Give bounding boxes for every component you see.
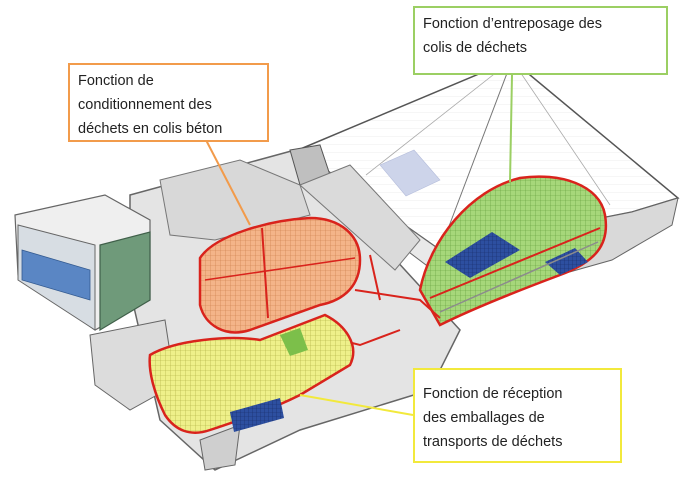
reception-callout-line-3: transports de déchets bbox=[423, 434, 563, 450]
storage-leader-line bbox=[509, 74, 513, 183]
reception-zone bbox=[148, 313, 355, 434]
storage-callout-line-1: Fonction d’entreposage des bbox=[423, 16, 602, 32]
conditioning-callout: Fonction de conditionnement des déchets … bbox=[68, 63, 269, 142]
reception-callout-line-1: Fonction de réception bbox=[423, 386, 563, 402]
conditioning-zone bbox=[198, 216, 362, 334]
reception-callout: Fonction de réception des emballages de … bbox=[413, 368, 622, 463]
reception-callout-line-2: des emballages de bbox=[423, 410, 545, 426]
conditioning-leader-line bbox=[205, 139, 251, 226]
storage-callout-line-2: colis de déchets bbox=[423, 40, 527, 56]
storage-zone bbox=[418, 175, 608, 327]
reception-leader-line bbox=[299, 394, 414, 416]
storage-callout: Fonction d’entreposage des colis de déch… bbox=[413, 6, 668, 75]
conditioning-callout-line-3: déchets en colis béton bbox=[78, 121, 223, 137]
callout-leaders bbox=[205, 74, 513, 416]
left-annex bbox=[14, 194, 151, 332]
conditioning-callout-line-1: Fonction de bbox=[78, 73, 154, 89]
conditioning-callout-line-2: conditionnement des bbox=[78, 97, 212, 113]
